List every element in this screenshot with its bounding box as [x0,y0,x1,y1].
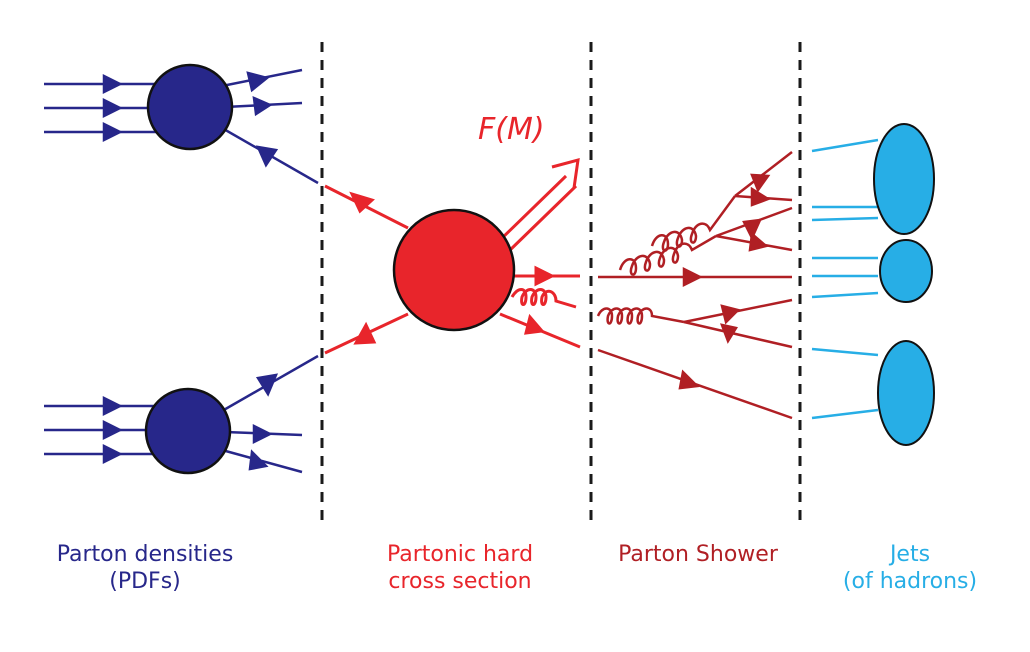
label-line: (PDFs) [109,569,181,594]
arrowhead [102,419,123,441]
label-line: Parton densities [56,542,234,567]
pdf-lower-blob [144,387,232,475]
label-line: Parton Shower [618,542,778,567]
pdf-lower-group [44,354,319,475]
hard-blob [392,208,516,332]
jet-3-blob [877,340,935,446]
gluon-shower-2 [650,195,737,252]
pdf-upper-blob [146,63,234,151]
fm-arrowhead [551,157,580,189]
arrowhead [720,323,738,344]
gluon-shower-3 [596,307,685,325]
arrowhead [750,186,771,207]
arrowhead [255,373,279,397]
label-parton-densities: Parton densities (PDFs) [30,541,260,595]
fm-label: F(M) [478,112,545,147]
arrowhead [682,266,703,288]
arrowhead [252,95,273,117]
label-jets: Jets (of hadrons) [810,541,1010,595]
jet-1-blob [873,123,935,235]
arrowhead [534,265,556,287]
arrowhead [678,369,700,390]
label-line: Partonic hard [386,542,534,567]
label-parton-shower: Parton Shower [598,541,798,568]
arrowhead [252,423,273,445]
arrowhead [248,449,269,471]
arrowhead [102,121,123,143]
arrowhead [748,231,769,252]
jets-group [811,123,935,446]
label-line: Jets [889,542,931,567]
arrowhead [102,443,123,465]
label-hard-cross-section: Partonic hard cross section [350,541,570,595]
label-line: (of hadrons) [842,569,978,594]
hard-process-group [324,157,581,355]
arrowhead [742,218,763,241]
arrowhead [353,321,377,345]
pdf-upper-group [44,63,319,185]
arrowhead [349,191,375,214]
arrowhead [524,313,545,335]
arrowhead [750,173,771,193]
parton-shower-group [596,151,793,420]
jet-2-blob [879,239,933,303]
arrowhead [102,97,123,119]
gluon-shower-1 [618,234,717,276]
arrowhead [246,71,270,93]
arrowhead [255,145,279,168]
label-line: cross section [388,569,532,594]
arrowhead [102,73,123,95]
arrowhead [102,395,123,417]
gluon-hard [510,288,577,309]
stage-dividers [320,42,802,528]
arrowhead [720,304,741,325]
